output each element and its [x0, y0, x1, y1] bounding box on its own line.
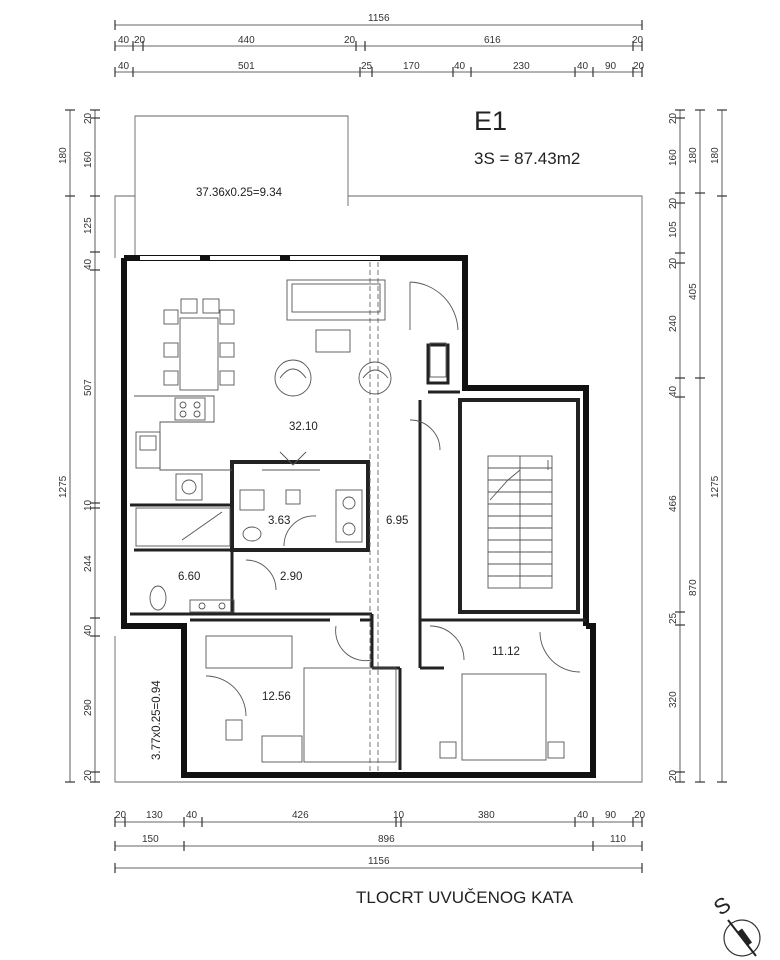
svg-text:20: 20	[668, 112, 679, 124]
svg-text:20: 20	[668, 769, 679, 781]
svg-text:244: 244	[83, 555, 94, 572]
area-summary: 3S = 87.43m2	[474, 149, 580, 168]
svg-text:20: 20	[115, 810, 127, 821]
svg-text:130: 130	[146, 810, 163, 821]
svg-text:1275: 1275	[710, 475, 721, 498]
svg-text:20: 20	[83, 112, 94, 124]
terrace-top-label: 37.36x0.25=9.34	[196, 187, 283, 199]
room-area-hall: 6.95	[386, 515, 408, 527]
room-area-bath: 3.63	[268, 515, 290, 527]
svg-text:20: 20	[632, 35, 644, 46]
right-dimension-labels: 20 160 20 105 20 240 40 466 25 320 20 18…	[668, 112, 721, 781]
dim-bottom-total: 1156	[368, 856, 390, 867]
svg-text:240: 240	[668, 315, 679, 332]
svg-text:870: 870	[688, 579, 699, 596]
svg-text:20: 20	[633, 61, 645, 72]
left-dimension-labels: 180 1275 20 160 125 40 507 10 244 40 290…	[58, 112, 94, 781]
stair-treads	[487, 455, 553, 589]
unit-code: E1	[474, 106, 507, 136]
svg-text:40: 40	[454, 61, 466, 72]
svg-text:466: 466	[668, 495, 679, 512]
svg-text:426: 426	[292, 810, 309, 821]
svg-text:25: 25	[668, 612, 679, 624]
room-area-bedroom-left: 12.56	[262, 691, 291, 703]
svg-text:25: 25	[361, 61, 373, 72]
svg-text:616: 616	[484, 35, 501, 46]
svg-text:160: 160	[83, 151, 94, 168]
svg-text:40: 40	[577, 810, 589, 821]
svg-text:440: 440	[238, 35, 255, 46]
svg-text:180: 180	[58, 147, 69, 164]
svg-text:320: 320	[668, 691, 679, 708]
svg-text:896: 896	[378, 834, 395, 845]
compass-letter: S	[709, 891, 735, 920]
svg-text:40: 40	[577, 61, 589, 72]
room-area-bath2: 6.60	[178, 571, 200, 583]
svg-text:150: 150	[142, 834, 159, 845]
svg-text:125: 125	[83, 217, 94, 234]
interior-walls	[130, 256, 586, 770]
top-dimension-labels: 1156 40 20 440 20 616 20 40 501 25 170 4…	[118, 13, 645, 72]
svg-text:90: 90	[605, 61, 617, 72]
svg-text:20: 20	[344, 35, 356, 46]
svg-text:10: 10	[83, 499, 94, 511]
svg-text:40: 40	[118, 61, 130, 72]
svg-text:10: 10	[393, 810, 405, 821]
svg-text:380: 380	[478, 810, 495, 821]
bottom-dimension-labels: 20 130 40 426 10 380 40 90 20 150 896 11…	[115, 810, 646, 867]
svg-text:40: 40	[83, 624, 94, 636]
svg-text:40: 40	[118, 35, 130, 46]
left-dimension-lines	[65, 109, 100, 783]
room-area-living: 32.10	[289, 421, 318, 433]
exterior-walls	[121, 255, 596, 778]
caption: TLOCRT UVUČENOG KATA	[356, 888, 574, 907]
right-dimension-lines	[675, 109, 727, 783]
svg-text:20: 20	[634, 810, 646, 821]
svg-text:170: 170	[403, 61, 420, 72]
svg-text:20: 20	[668, 197, 679, 209]
svg-text:180: 180	[688, 147, 699, 164]
svg-text:230: 230	[513, 61, 530, 72]
svg-text:20: 20	[83, 769, 94, 781]
svg-text:40: 40	[83, 258, 94, 270]
svg-text:40: 40	[186, 810, 198, 821]
dim-top-total: 1156	[368, 13, 390, 24]
room-area-corridor: 2.90	[280, 571, 302, 583]
svg-text:105: 105	[668, 221, 679, 238]
room-area-bedroom-right: 11.12	[492, 646, 520, 658]
svg-text:110: 110	[610, 834, 626, 845]
top-dimension-lines	[114, 20, 643, 77]
furniture	[134, 279, 581, 763]
terrace-left-label: 3.77x0.25=0.94	[151, 680, 163, 760]
svg-text:180: 180	[710, 147, 721, 164]
svg-text:501: 501	[238, 61, 255, 72]
compass-icon: S	[709, 891, 761, 957]
svg-text:20: 20	[668, 257, 679, 269]
svg-text:160: 160	[668, 149, 679, 166]
svg-text:405: 405	[688, 283, 699, 300]
svg-text:20: 20	[134, 35, 146, 46]
terrace-outline	[114, 115, 643, 783]
svg-text:1275: 1275	[58, 475, 69, 498]
svg-text:90: 90	[605, 810, 617, 821]
bottom-dimension-lines	[114, 817, 643, 873]
svg-text:507: 507	[83, 379, 94, 396]
svg-text:290: 290	[83, 699, 94, 716]
section-line	[369, 262, 379, 772]
svg-text:40: 40	[668, 385, 679, 397]
